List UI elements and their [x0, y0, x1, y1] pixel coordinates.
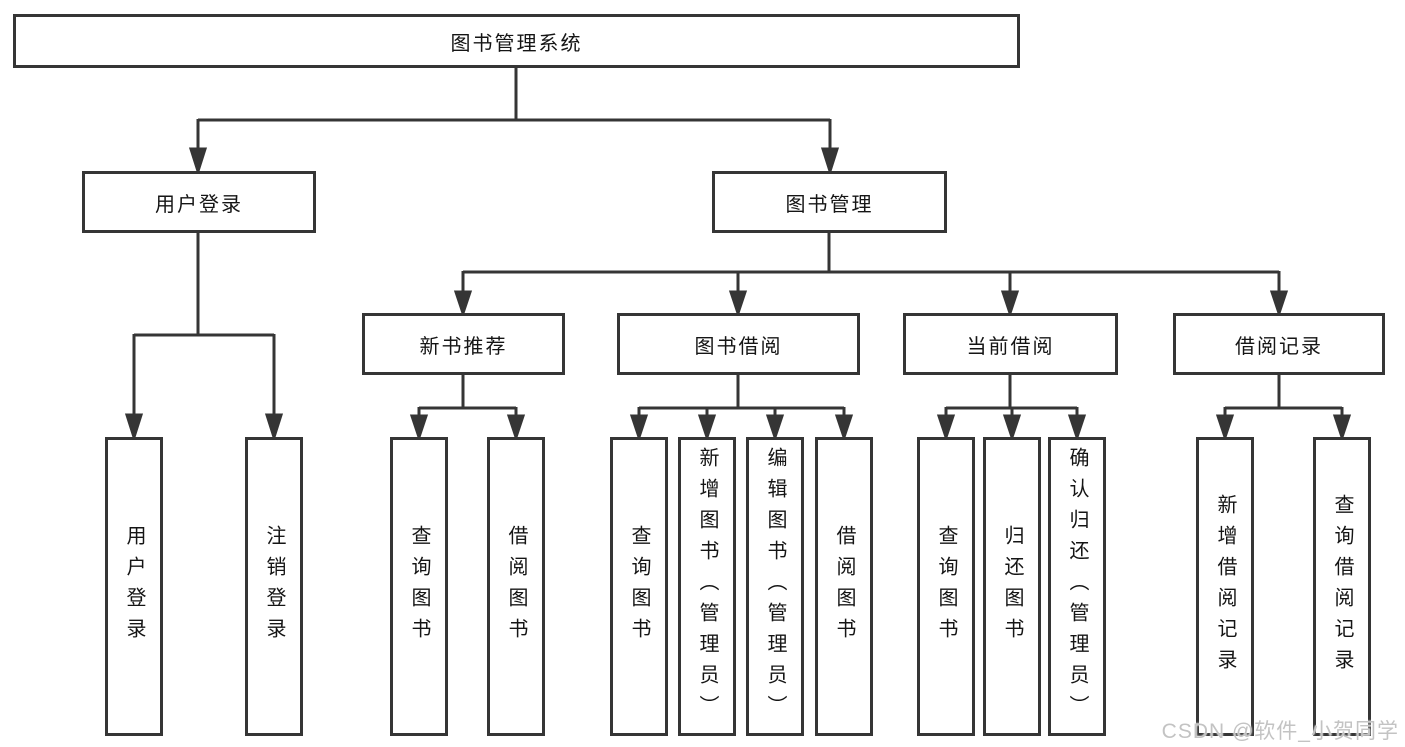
leaf-confirm-return-admin: 确认归还（管理员） [1048, 437, 1106, 736]
leaf-label: 查询借阅记录 [1331, 493, 1353, 680]
node-book-management: 图书管理 [712, 171, 947, 233]
leaf-label: 查询图书 [628, 524, 650, 649]
leaf-label: 借阅图书 [505, 524, 527, 649]
leaf-label: 借阅图书 [833, 524, 855, 649]
node-library-system: 图书管理系统 [13, 14, 1020, 68]
node-current-borrow: 当前借阅 [903, 313, 1118, 375]
node-new-book-recommend: 新书推荐 [362, 313, 565, 375]
leaf-logout: 注销登录 [245, 437, 303, 736]
leaf-label: 用户登录 [123, 524, 145, 649]
node-book-borrow: 图书借阅 [617, 313, 860, 375]
leaf-label: 确认归还（管理员） [1066, 447, 1088, 726]
leaf-user-login: 用户登录 [105, 437, 163, 736]
leaf-add-book-admin: 新增图书（管理员） [678, 437, 736, 736]
leaf-label: 查询图书 [935, 524, 957, 649]
leaf-add-borrow-record: 新增借阅记录 [1196, 437, 1254, 736]
leaf-label: 归还图书 [1001, 524, 1023, 649]
leaf-label: 查询图书 [408, 524, 430, 649]
node-user-login: 用户登录 [82, 171, 316, 233]
leaf-borrow-books-recommend: 借阅图书 [487, 437, 545, 736]
leaf-query-books-current: 查询图书 [917, 437, 975, 736]
leaf-borrow-books-borrow: 借阅图书 [815, 437, 873, 736]
leaf-query-books-borrow: 查询图书 [610, 437, 668, 736]
leaf-label: 新增借阅记录 [1214, 493, 1236, 680]
csdn-watermark: CSDN @软件_小贺同学 [1161, 720, 1399, 743]
leaf-label: 编辑图书（管理员） [764, 447, 786, 726]
leaf-query-borrow-record: 查询借阅记录 [1313, 437, 1371, 736]
leaf-label: 新增图书（管理员） [696, 447, 718, 726]
node-borrow-records: 借阅记录 [1173, 313, 1385, 375]
leaf-label: 注销登录 [263, 524, 285, 649]
leaf-return-book: 归还图书 [983, 437, 1041, 736]
leaf-edit-book-admin: 编辑图书（管理员） [746, 437, 804, 736]
leaf-query-books-recommend: 查询图书 [390, 437, 448, 736]
